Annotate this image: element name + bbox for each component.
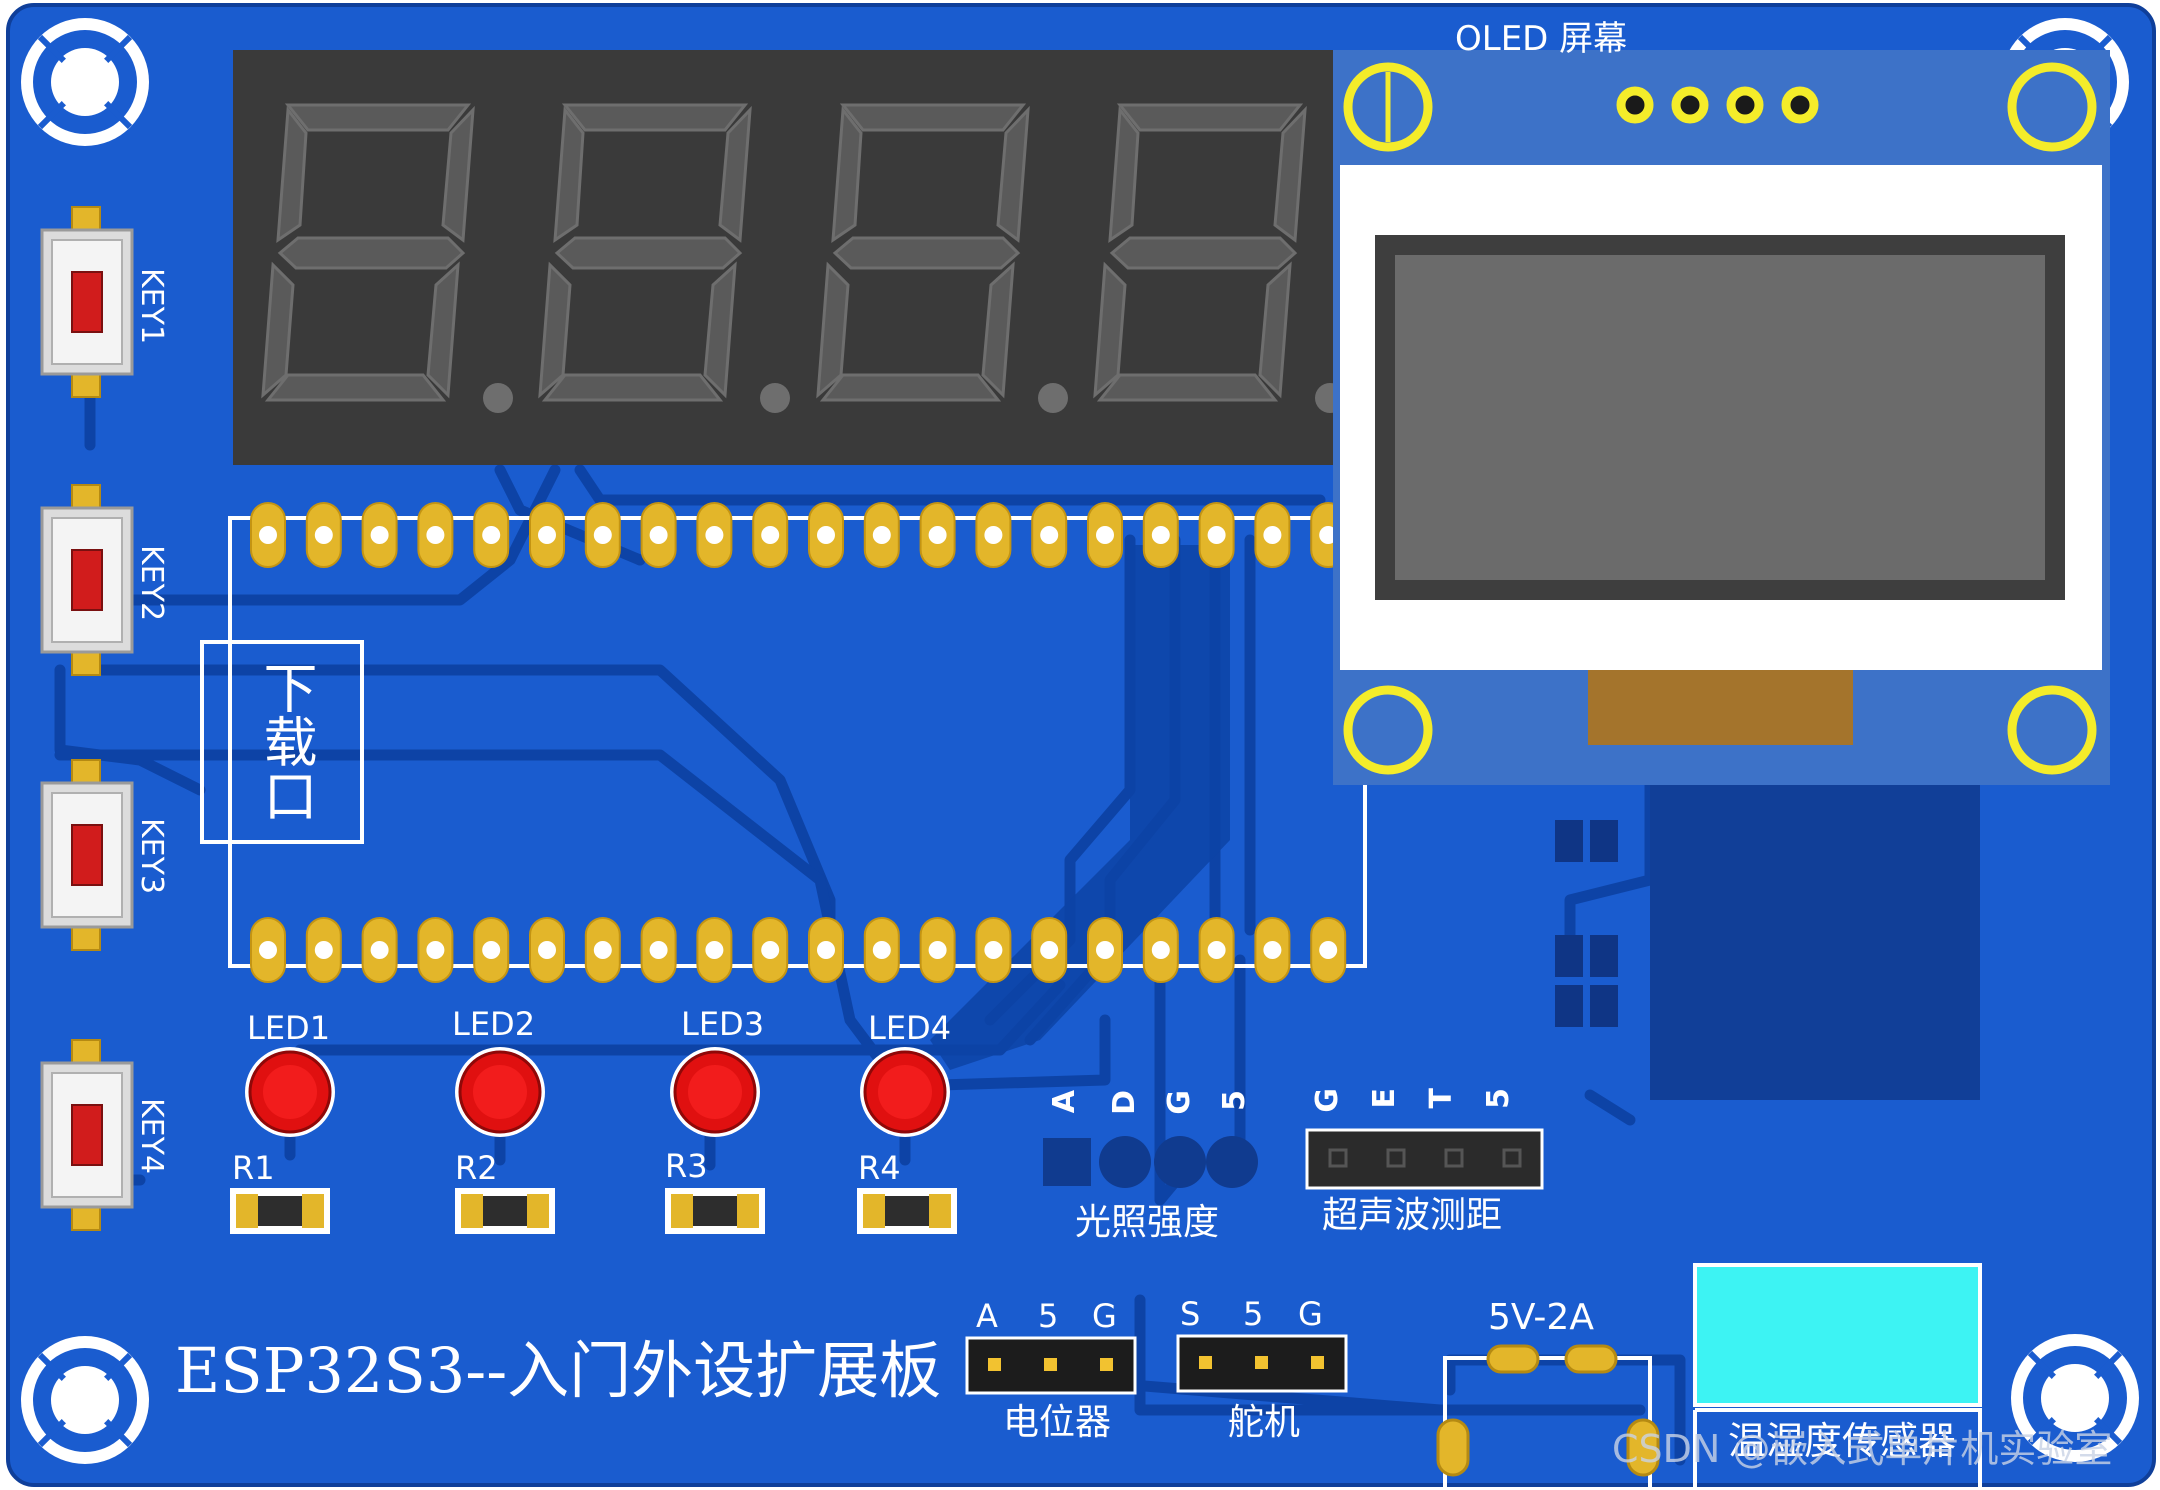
led2-label: LED2 [452, 1005, 536, 1043]
seven-segment-digit [261, 103, 513, 413]
smd-resistor-icon [455, 1188, 555, 1234]
mounting-hole-icon [2011, 1334, 2139, 1462]
light-pin-g: G [1162, 1090, 1197, 1115]
red-led-icon [455, 1047, 545, 1137]
smd-pads [1555, 820, 1618, 1027]
led3-label: LED3 [681, 1005, 765, 1043]
tactile-switch[interactable] [40, 759, 134, 951]
r2-label: R2 [455, 1149, 498, 1187]
tactile-switch[interactable] [40, 1039, 134, 1231]
mounting-hole-icon [21, 18, 149, 146]
key3-label: KEY3 [134, 818, 169, 895]
light-sensor-label: 光照强度 [1075, 1202, 1220, 1243]
servo-header-icon [1176, 1334, 1348, 1393]
ultrasonic-header-icon [1305, 1128, 1544, 1190]
tactile-switch[interactable] [40, 206, 134, 398]
download-port-outline [200, 640, 364, 844]
light-sensor-header-icon [1043, 1136, 1258, 1188]
pot-pin-a: A [976, 1297, 998, 1335]
light-pin-d: D [1107, 1090, 1142, 1115]
sensor-module-shadow [1650, 785, 1980, 1100]
ultra-pin-t: T [1424, 1088, 1459, 1109]
ultra-pin-e: E [1367, 1088, 1402, 1109]
pin-header-icon [250, 502, 1347, 983]
oled-module-icon [1333, 50, 2110, 785]
red-led-icon [245, 1047, 335, 1137]
servo-pin-s: S [1180, 1295, 1201, 1333]
power-label: 5V-2A [1488, 1297, 1594, 1338]
key2-label: KEY2 [134, 545, 169, 622]
led4-label: LED4 [868, 1009, 952, 1047]
seven-segment-digit [816, 103, 1068, 413]
seven-segment-display-icon [233, 50, 1345, 465]
r4-label: R4 [858, 1149, 901, 1187]
power-connector-icon [1436, 1344, 1660, 1490]
r3-label: R3 [665, 1147, 708, 1185]
smd-resistor-icon [230, 1188, 330, 1234]
board-title: ESP32S3--入门外设扩展板 [175, 1334, 942, 1407]
servo-label: 舵机 [1228, 1402, 1301, 1443]
pot-pin-g: G [1092, 1297, 1117, 1335]
ultra-pin-5: 5 [1481, 1088, 1516, 1109]
servo-pin-g: G [1298, 1295, 1323, 1333]
temp-humidity-sensor-icon [1693, 1263, 1982, 1490]
ultra-pin-g: G [1310, 1088, 1345, 1113]
light-pin-a: A [1047, 1090, 1082, 1114]
servo-pin-5: 5 [1243, 1295, 1264, 1333]
tactile-switch-icon [40, 206, 134, 1231]
seven-segment-digit [1093, 103, 1345, 413]
tactile-switch[interactable] [40, 484, 134, 676]
key1-label: KEY1 [134, 268, 169, 345]
key4-label: KEY4 [134, 1098, 169, 1175]
potentiometer-label: 电位器 [1003, 1402, 1112, 1443]
red-led-icon [670, 1047, 760, 1137]
smd-resistor-icon [857, 1188, 957, 1234]
red-led-icon [860, 1047, 950, 1137]
potentiometer-header-icon [965, 1336, 1137, 1395]
download-port-label: 下载口 [254, 660, 317, 822]
light-pin-5: 5 [1217, 1090, 1252, 1111]
mounting-hole-icon [21, 1336, 149, 1464]
watermark: CSDN @嵌入式单片机实验室 [1612, 1427, 2113, 1471]
pot-pin-5: 5 [1038, 1297, 1059, 1335]
ultrasonic-label: 超声波测距 [1322, 1195, 1503, 1236]
smd-resistor-icon [665, 1188, 765, 1234]
led1-label: LED1 [247, 1009, 331, 1047]
seven-segment-digit [538, 103, 790, 413]
r1-label: R1 [232, 1149, 275, 1187]
oled-label: OLED 屏幕 [1455, 19, 1628, 59]
temp-sensor-label: 温湿度传感器 [1728, 1419, 1957, 1463]
